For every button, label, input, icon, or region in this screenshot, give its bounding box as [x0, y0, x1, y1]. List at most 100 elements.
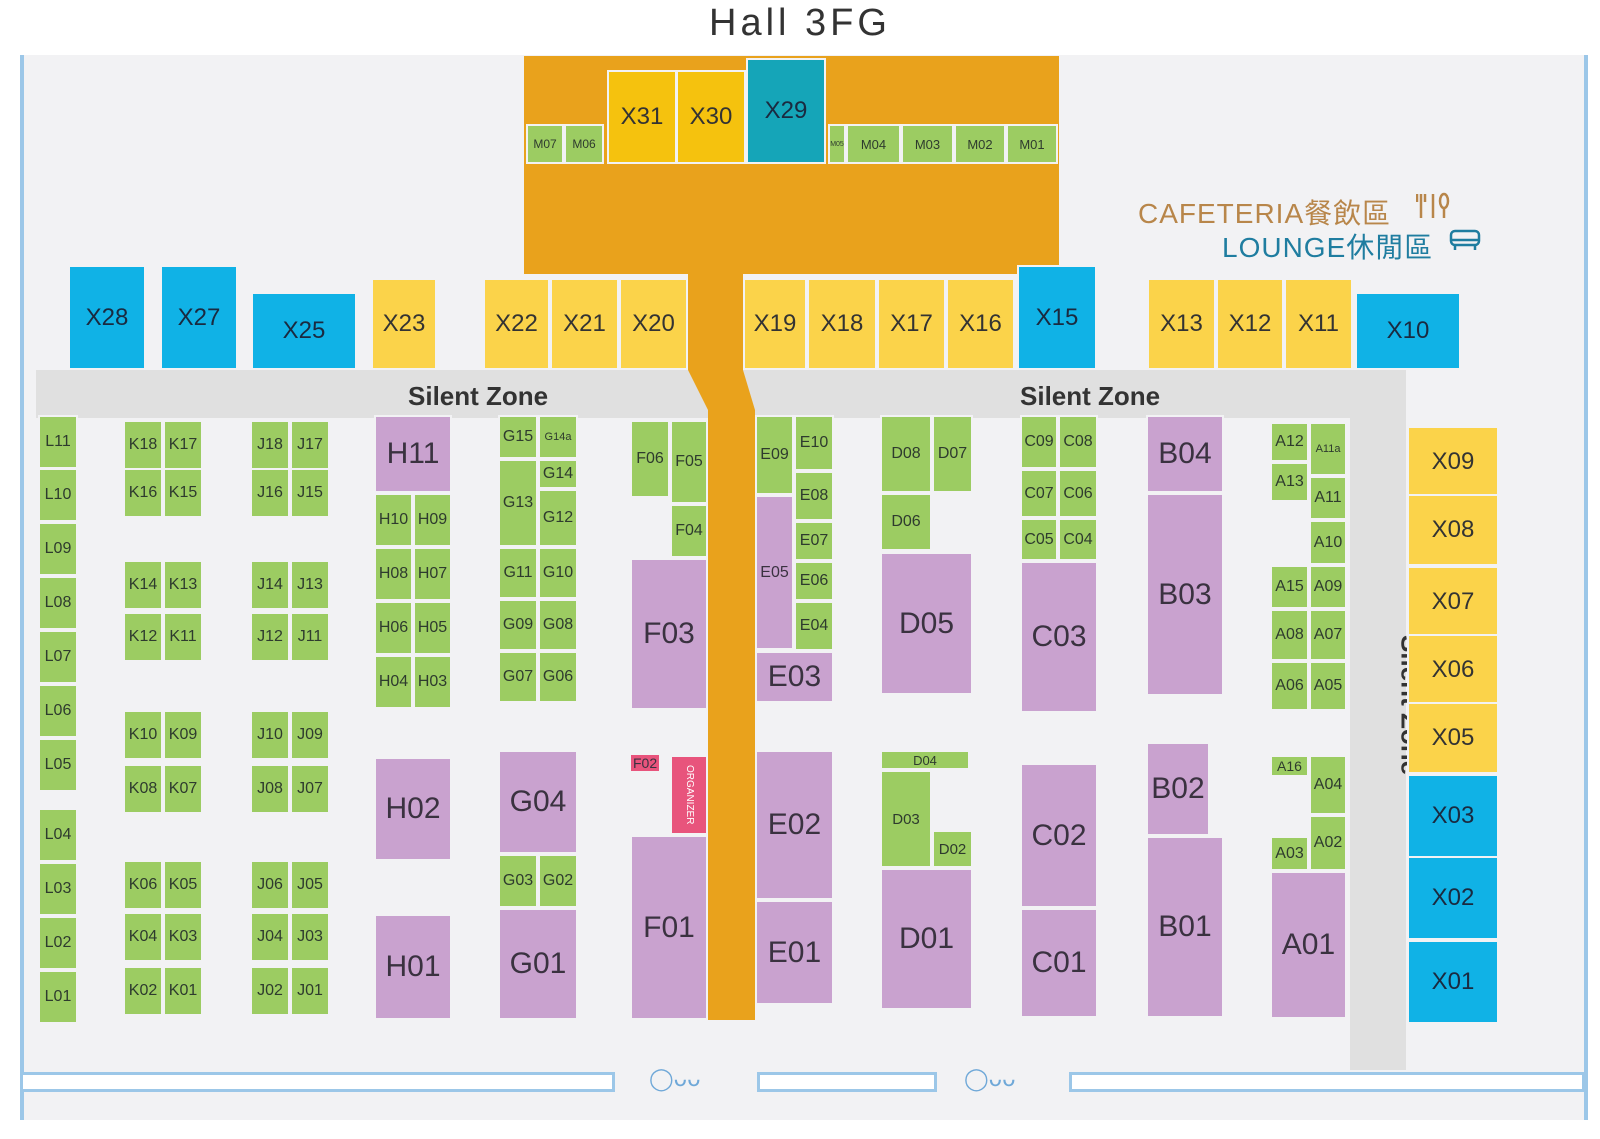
booth-J11[interactable]: J11	[290, 612, 330, 662]
booth-E02[interactable]: E02	[755, 750, 834, 900]
booth-X22[interactable]: X22	[483, 278, 550, 370]
booth-X02[interactable]: X02	[1407, 856, 1499, 940]
booth-A11[interactable]: A11	[1309, 476, 1347, 520]
booth-K04[interactable]: K04	[123, 912, 163, 962]
booth-L03[interactable]: L03	[38, 862, 78, 916]
booth-A07[interactable]: A07	[1309, 609, 1347, 661]
booth-J18[interactable]: J18	[250, 420, 290, 470]
booth-A15[interactable]: A15	[1270, 565, 1309, 609]
booth-D05[interactable]: D05	[880, 552, 973, 695]
booth-K12[interactable]: K12	[123, 612, 163, 662]
booth-K08[interactable]: K08	[123, 764, 163, 814]
booth-J07[interactable]: J07	[290, 764, 330, 814]
booth-G06[interactable]: G06	[538, 651, 578, 703]
booth-A10[interactable]: A10	[1309, 520, 1347, 565]
booth-L08[interactable]: L08	[38, 576, 78, 630]
booth-D03[interactable]: D03	[880, 770, 932, 868]
booth-X10[interactable]: X10	[1355, 292, 1461, 370]
booth-X16[interactable]: X16	[946, 278, 1015, 370]
booth-A13[interactable]: A13	[1270, 462, 1309, 502]
booth-C03[interactable]: C03	[1020, 561, 1098, 713]
booth-E08[interactable]: E08	[794, 471, 834, 521]
booth-X30[interactable]: X30	[676, 70, 746, 164]
booth-X06[interactable]: X06	[1407, 634, 1499, 706]
booth-H02[interactable]: H02	[374, 757, 452, 861]
booth-M07[interactable]: M07	[526, 124, 564, 164]
booth-D01[interactable]: D01	[880, 868, 973, 1010]
booth-X01[interactable]: X01	[1407, 940, 1499, 1024]
booth-A06[interactable]: A06	[1270, 661, 1309, 711]
booth-G08[interactable]: G08	[538, 599, 578, 651]
booth-F04[interactable]: F04	[670, 504, 708, 558]
booth-J17[interactable]: J17	[290, 420, 330, 470]
booth-M06[interactable]: M06	[564, 124, 604, 164]
booth-X17[interactable]: X17	[877, 278, 946, 370]
booth-C07[interactable]: C07	[1020, 469, 1058, 518]
booth-K14[interactable]: K14	[123, 560, 163, 610]
booth-X03[interactable]: X03	[1407, 774, 1499, 858]
booth-X09[interactable]: X09	[1407, 426, 1499, 498]
booth-G03[interactable]: G03	[498, 854, 538, 908]
booth-K01[interactable]: K01	[163, 966, 203, 1016]
booth-G04[interactable]: G04	[498, 750, 578, 854]
booth-F02-organizer[interactable]: ORGANIZER	[670, 755, 708, 835]
booth-H06[interactable]: H06	[374, 601, 413, 655]
booth-J06[interactable]: J06	[250, 860, 290, 910]
booth-H04[interactable]: H04	[374, 655, 413, 709]
booth-X25[interactable]: X25	[251, 292, 357, 370]
booth-X18[interactable]: X18	[807, 278, 877, 370]
booth-X05[interactable]: X05	[1407, 702, 1499, 774]
booth-C08[interactable]: C08	[1058, 415, 1098, 469]
booth-J12[interactable]: J12	[250, 612, 290, 662]
booth-K15[interactable]: K15	[163, 468, 203, 518]
booth-K10[interactable]: K10	[123, 710, 163, 760]
booth-M01[interactable]: M01	[1006, 124, 1058, 164]
booth-J15[interactable]: J15	[290, 468, 330, 518]
booth-K07[interactable]: K07	[163, 764, 203, 814]
booth-M04[interactable]: M04	[846, 124, 901, 164]
booth-M02[interactable]: M02	[954, 124, 1006, 164]
booth-X12[interactable]: X12	[1216, 278, 1284, 370]
booth-X08[interactable]: X08	[1407, 494, 1499, 566]
booth-J03[interactable]: J03	[290, 912, 330, 962]
booth-A08[interactable]: A08	[1270, 609, 1309, 661]
booth-B02[interactable]: B02	[1146, 742, 1210, 836]
booth-X31[interactable]: X31	[607, 70, 677, 164]
booth-D02[interactable]: D02	[932, 830, 973, 868]
booth-J04[interactable]: J04	[250, 912, 290, 962]
booth-X29[interactable]: X29	[746, 58, 826, 164]
booth-G11[interactable]: G11	[498, 547, 538, 599]
booth-E09[interactable]: E09	[755, 415, 794, 495]
booth-X15[interactable]: X15	[1017, 265, 1097, 370]
booth-L04[interactable]: L04	[38, 808, 78, 862]
booth-L11[interactable]: L11	[38, 415, 78, 469]
booth-B03[interactable]: B03	[1146, 493, 1224, 696]
booth-A09[interactable]: A09	[1309, 565, 1347, 609]
booth-X13[interactable]: X13	[1147, 278, 1216, 370]
booth-G15[interactable]: G15	[498, 415, 538, 459]
booth-K11[interactable]: K11	[163, 612, 203, 662]
booth-X11[interactable]: X11	[1284, 278, 1353, 370]
booth-C04[interactable]: C04	[1058, 518, 1098, 561]
booth-B04[interactable]: B04	[1146, 415, 1224, 493]
booth-E07[interactable]: E07	[794, 521, 834, 561]
booth-J13[interactable]: J13	[290, 560, 330, 610]
booth-E06[interactable]: E06	[794, 561, 834, 601]
booth-X20[interactable]: X20	[619, 278, 688, 370]
booth-E01[interactable]: E01	[755, 900, 834, 1005]
booth-E05[interactable]: E05	[755, 495, 794, 650]
booth-X19[interactable]: X19	[743, 278, 807, 370]
booth-A04[interactable]: A04	[1309, 755, 1347, 815]
booth-D04[interactable]: D04	[880, 750, 970, 770]
booth-G10[interactable]: G10	[538, 547, 578, 599]
booth-D06[interactable]: D06	[880, 493, 932, 551]
booth-K02[interactable]: K02	[123, 966, 163, 1016]
booth-G14a[interactable]: G14a	[538, 415, 578, 459]
booth-H07[interactable]: H07	[413, 547, 452, 601]
booth-L02[interactable]: L02	[38, 916, 78, 970]
booth-K05[interactable]: K05	[163, 860, 203, 910]
booth-B01[interactable]: B01	[1146, 836, 1224, 1018]
booth-H05[interactable]: H05	[413, 601, 452, 655]
booth-G12[interactable]: G12	[538, 489, 578, 547]
booth-K06[interactable]: K06	[123, 860, 163, 910]
